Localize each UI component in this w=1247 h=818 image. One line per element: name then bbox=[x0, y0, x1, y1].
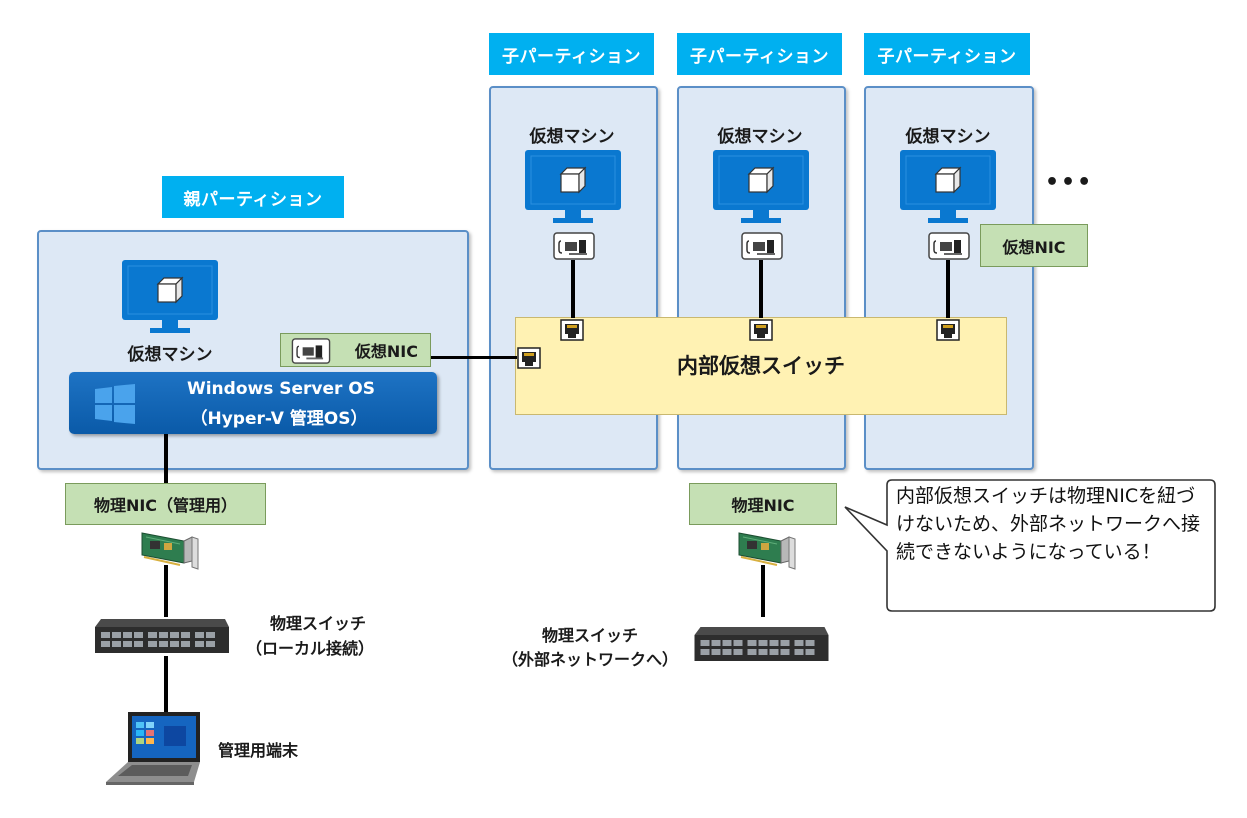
virtual-nic-label-child: 仮想NIC bbox=[980, 224, 1088, 267]
more-partitions-ellipsis: ••• bbox=[1045, 170, 1094, 195]
windows-server-os-bar: Windows Server OS （Hyper-V 管理OS） bbox=[69, 372, 437, 434]
virtual-nic-label-parent: 仮想NIC bbox=[280, 333, 431, 367]
ethernet-port-icon bbox=[517, 347, 541, 369]
nic-icon bbox=[291, 338, 331, 364]
speech-bubble-callout bbox=[844, 479, 1216, 612]
monitor-icon bbox=[525, 150, 621, 223]
physical-switch-external-title: 物理スイッチ bbox=[541, 626, 638, 645]
windows-logo-icon bbox=[95, 384, 135, 424]
physical-switch-local-title: 物理スイッチ bbox=[269, 614, 366, 633]
monitor-icon bbox=[713, 150, 809, 223]
connector-line bbox=[946, 260, 950, 318]
connector-line bbox=[164, 656, 168, 712]
ethernet-port-icon bbox=[749, 319, 773, 341]
connector-line bbox=[761, 565, 765, 617]
network-switch-icon bbox=[694, 627, 829, 661]
nic-icon bbox=[553, 232, 595, 260]
ethernet-port-icon bbox=[560, 319, 584, 341]
connector-line bbox=[571, 260, 575, 318]
ethernet-port-icon bbox=[936, 319, 960, 341]
laptop-icon bbox=[106, 712, 200, 785]
nic-icon bbox=[741, 232, 783, 260]
os-name: Windows Server OS bbox=[186, 379, 376, 399]
virtual-nic-label-parent-text: 仮想NIC bbox=[354, 342, 418, 361]
child-partition-title-2: 子パーティション bbox=[677, 33, 842, 75]
monitor-icon bbox=[900, 150, 996, 223]
callout-text: 内部仮想スイッチは物理NICを紐づけないため、外部ネットワークへ接続できないよう… bbox=[896, 485, 1201, 563]
network-switch-icon bbox=[95, 619, 229, 653]
child-vm-label-3: 仮想マシン bbox=[905, 127, 991, 147]
monitor-icon bbox=[122, 260, 218, 333]
os-subtitle: （Hyper-V 管理OS） bbox=[190, 409, 368, 429]
physical-switch-external-subtitle: （外部ネットワークへ） bbox=[501, 650, 678, 669]
physical-nic-card-icon bbox=[738, 532, 796, 570]
nic-icon bbox=[928, 232, 970, 260]
child-partition-title-1: 子パーティション bbox=[489, 33, 654, 75]
physical-switch-local-subtitle: （ローカル接続） bbox=[245, 639, 374, 658]
connector-line bbox=[164, 565, 168, 617]
internal-switch-label: 内部仮想スイッチ bbox=[677, 354, 845, 378]
child-partition-title-3: 子パーティション bbox=[864, 33, 1030, 75]
physical-nic-card-icon bbox=[141, 532, 199, 570]
management-terminal-label: 管理用端末 bbox=[218, 741, 299, 760]
connector-line bbox=[164, 434, 168, 484]
physical-nic-mgmt-label: 物理NIC（管理用） bbox=[65, 483, 266, 525]
child-vm-label-1: 仮想マシン bbox=[529, 127, 615, 147]
parent-vm-label: 仮想マシン bbox=[127, 345, 213, 365]
physical-nic-label: 物理NIC bbox=[689, 483, 837, 525]
connector-line bbox=[759, 260, 763, 318]
parent-partition-title: 親パーティション bbox=[162, 176, 344, 218]
connector-line bbox=[431, 356, 517, 359]
child-vm-label-2: 仮想マシン bbox=[717, 127, 803, 147]
